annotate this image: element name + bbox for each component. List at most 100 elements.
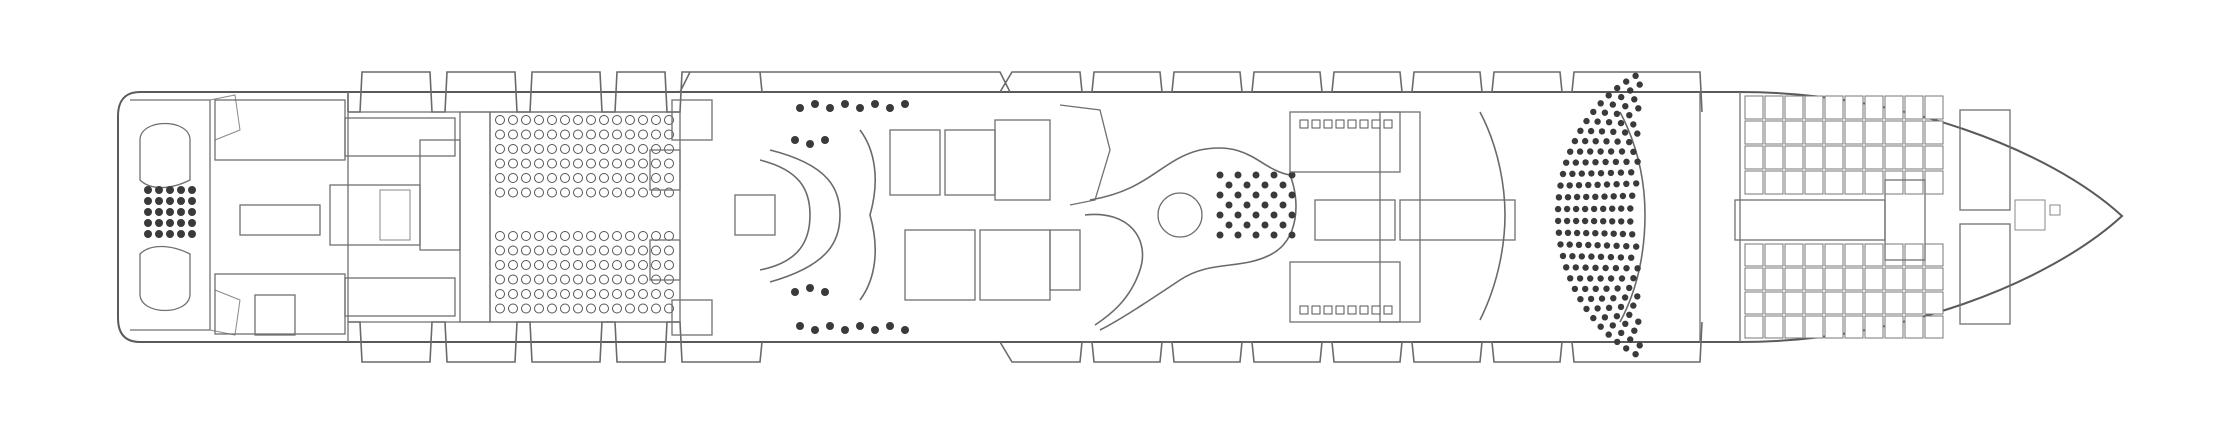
dining-table: [612, 187, 622, 198]
theatre-seat: [1607, 275, 1615, 282]
dining-table: [521, 187, 531, 198]
dining-table: [521, 245, 531, 256]
theatre-seat: [1583, 193, 1590, 201]
theatre-seat: [1629, 231, 1636, 238]
theatre-seat: [1618, 93, 1625, 101]
zone-dining-room-main: [489, 111, 681, 323]
theatre-seat: [1588, 253, 1595, 260]
cabin: [1924, 145, 1944, 170]
dining-table: [586, 158, 596, 169]
atrium-chair: [901, 326, 909, 334]
cabin: [1784, 95, 1804, 120]
theatre-seat: [1566, 182, 1573, 189]
atrium-chair: [1225, 221, 1233, 229]
theatre-seat: [1572, 205, 1580, 213]
dining-table: [651, 173, 661, 183]
dining-table: [638, 274, 648, 285]
dining-table: [495, 274, 505, 285]
theatre-seat: [1594, 118, 1601, 125]
dining-table: [573, 303, 583, 314]
dining-table: [664, 158, 674, 169]
cabin: [1824, 315, 1844, 339]
dining-table: [612, 245, 622, 256]
cabin: [1744, 120, 1764, 145]
theatre-seat: [1626, 138, 1633, 146]
theatre-seat: [1587, 295, 1595, 303]
theatre-seat: [1617, 303, 1625, 311]
dining-table: [534, 158, 544, 169]
theatre-seat: [1583, 229, 1590, 237]
dining-table: [599, 289, 609, 299]
lounge-chair: [1323, 305, 1333, 315]
lounge-chair: [1335, 305, 1345, 315]
atrium-chair: [1243, 181, 1251, 189]
lounge-chair: [144, 230, 152, 238]
dining-table: [495, 289, 505, 299]
lounge-chair: [188, 186, 196, 194]
dining-table: [599, 245, 609, 256]
theatre-seat: [1623, 78, 1630, 85]
dining-table: [612, 129, 622, 140]
dining-table: [573, 144, 583, 154]
lounge-chair: [1359, 305, 1369, 315]
theatre-seat: [1571, 137, 1579, 145]
lounge-chair: [1359, 119, 1369, 129]
theatre-seat: [1621, 294, 1629, 301]
theatre-seat: [1597, 323, 1604, 330]
theatre-seat: [1627, 336, 1634, 343]
theatre-seat: [1559, 252, 1567, 260]
dining-table: [638, 144, 648, 154]
dining-table: [612, 260, 622, 270]
dining-table: [612, 289, 622, 299]
dining-table: [586, 187, 596, 198]
dining-table: [599, 129, 609, 140]
dining-table: [534, 303, 544, 314]
zone-bow: [1959, 109, 2061, 325]
dining-table: [521, 144, 531, 154]
dining-table: [560, 231, 570, 241]
cabin: [1864, 145, 1884, 170]
atrium-chair: [1252, 171, 1260, 179]
theatre-seat: [1630, 121, 1637, 128]
cabin: [1764, 145, 1784, 170]
lounge-chair: [1371, 119, 1381, 129]
theatre-seat: [1597, 100, 1604, 107]
cabin: [1784, 291, 1804, 315]
dining-table: [651, 245, 661, 256]
dining-table: [612, 144, 622, 154]
dining-table: [534, 260, 544, 270]
zone-stern-lounge: [130, 94, 241, 336]
cabin: [1744, 243, 1764, 267]
atrium-chair: [856, 104, 864, 112]
theatre-seat: [1578, 253, 1586, 260]
theatre-seat: [1592, 230, 1599, 237]
atrium-chair: [826, 104, 834, 112]
atrium-chair: [871, 100, 879, 108]
atrium-chair: [1279, 201, 1287, 209]
theatre-seat: [1563, 205, 1571, 213]
theatre-seat: [1614, 138, 1621, 145]
cabin: [1844, 267, 1864, 291]
dining-table: [508, 303, 518, 314]
theatre-seat: [1594, 242, 1601, 249]
dining-table: [560, 129, 570, 140]
theatre-seat: [1598, 128, 1606, 135]
dining-table: [521, 274, 531, 285]
theatre-seat: [1592, 285, 1599, 292]
dining-table: [651, 231, 661, 241]
atrium-chair: [1261, 201, 1269, 209]
dining-table: [534, 144, 544, 154]
atrium-chair: [791, 136, 799, 144]
dining-table: [625, 144, 635, 154]
cabin: [1884, 243, 1904, 267]
theatre-seat: [1613, 110, 1621, 118]
dining-table: [586, 274, 596, 285]
cabin: [1864, 170, 1884, 195]
theatre-seat: [1607, 253, 1615, 261]
cabin: [1864, 267, 1884, 291]
dining-table: [664, 129, 674, 140]
cabin: [1884, 291, 1904, 315]
dining-table: [599, 303, 609, 314]
dining-table: [612, 173, 622, 183]
dining-table: [508, 187, 518, 198]
